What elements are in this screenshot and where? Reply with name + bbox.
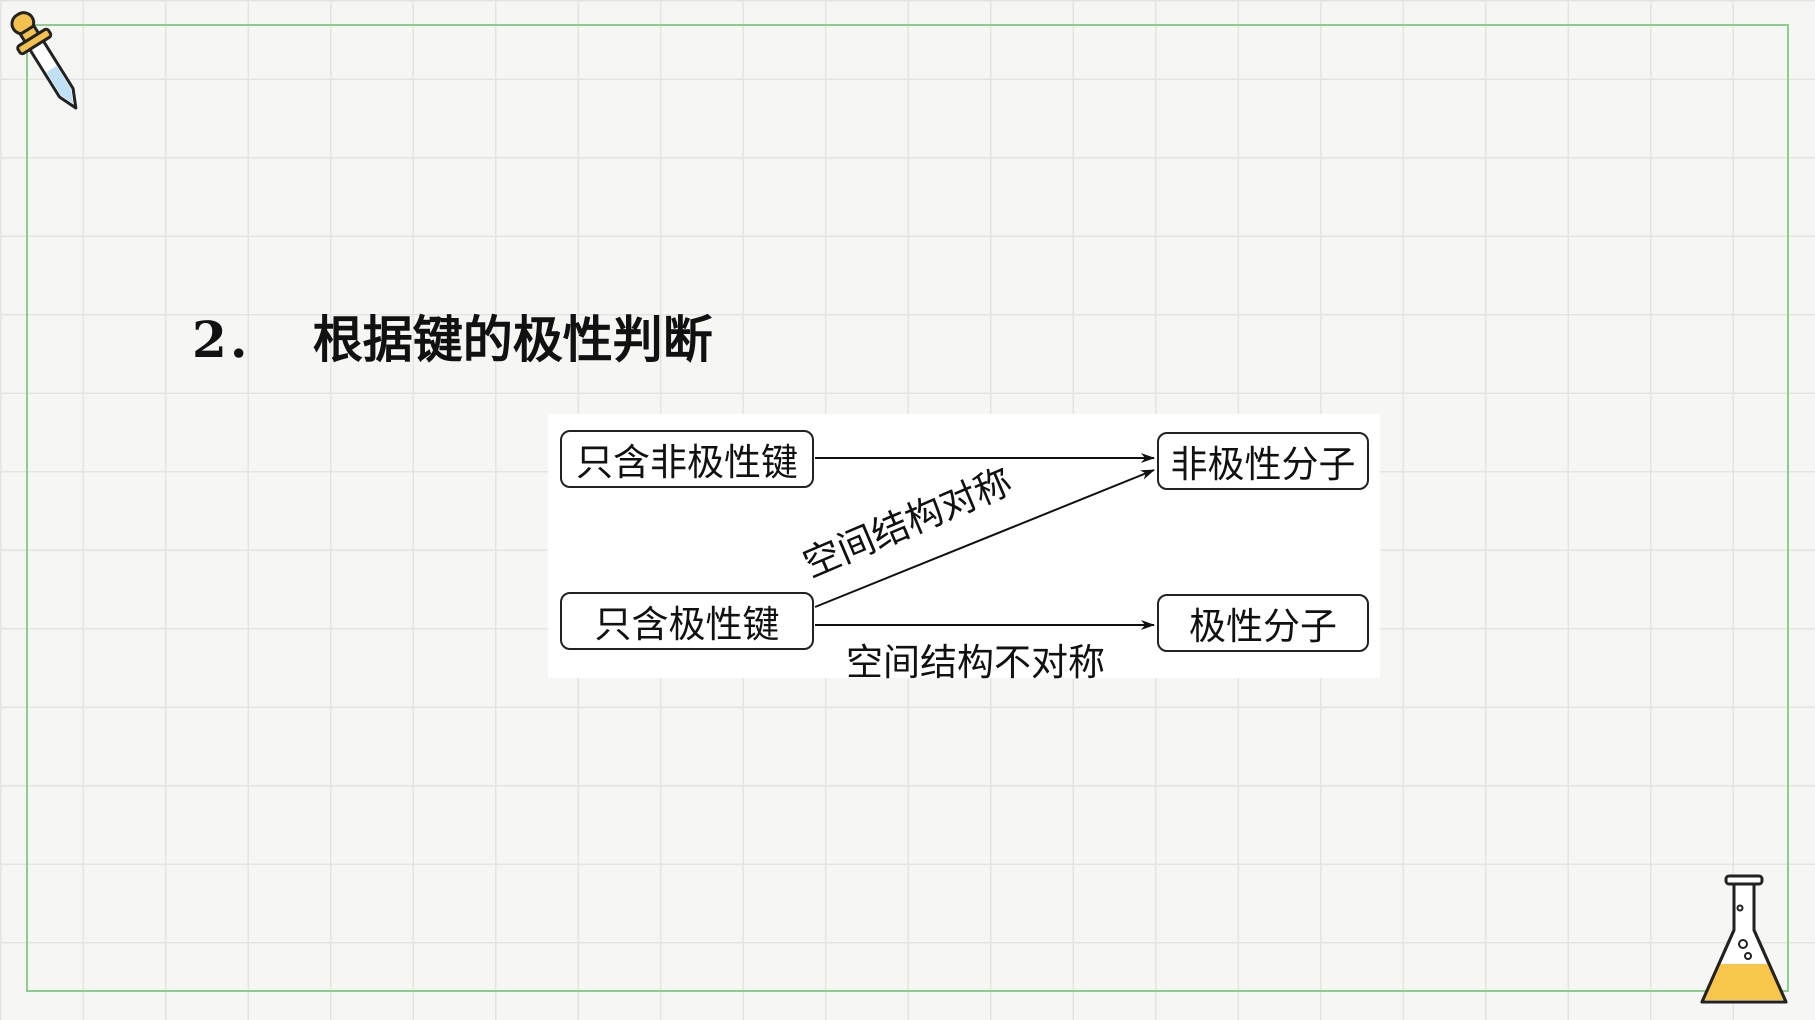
section-title: 根据键的极性判断 <box>312 310 713 369</box>
slide-frame <box>26 24 1789 992</box>
node-polar-molecule: 极性分子 <box>1157 594 1369 652</box>
dropper-icon <box>10 11 78 110</box>
node-nonpolar-bonds-only: 只含非极性键 <box>560 430 814 488</box>
section-heading: 2． 根据键的极性判断 <box>192 310 713 370</box>
section-number: 2． <box>192 310 277 369</box>
node-nonpolar-molecule: 非极性分子 <box>1157 432 1369 490</box>
flask-icon <box>1700 874 1788 1004</box>
edge-label-asymmetric: 空间结构不对称 <box>846 641 1105 684</box>
node-polar-bonds-only: 只含极性键 <box>560 592 814 650</box>
